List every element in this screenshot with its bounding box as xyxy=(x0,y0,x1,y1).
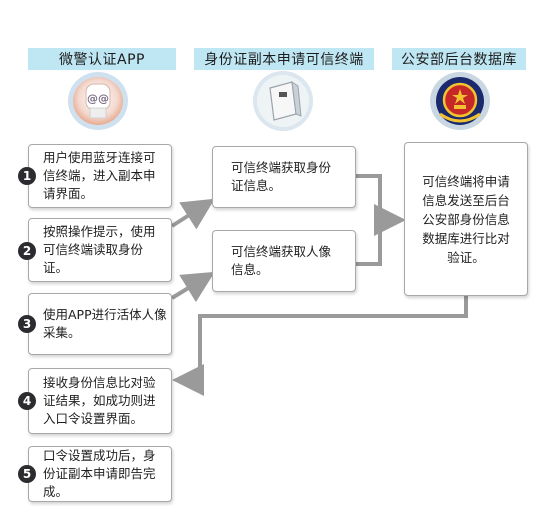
header-app-label: 微警认证APP xyxy=(59,52,145,68)
database-box-text: 可信终端将申请信息发送至后台公安部身份信息数据库进行比对验证。 xyxy=(422,173,510,265)
step-2-number: 2 xyxy=(18,242,36,260)
terminal-device-icon xyxy=(252,70,314,132)
terminal-box-2-text: 可信终端获取人像信息。 xyxy=(231,244,332,277)
arrow-step3-to-terminal2 xyxy=(170,271,215,303)
terminal-box-1: 可信终端获取身份证信息。 xyxy=(212,146,356,208)
step-3-text: 使用APP进行活体人像采集。 xyxy=(43,307,167,340)
step-2-text: 按照操作提示，使用可信终端读取身份证。 xyxy=(43,224,156,275)
header-terminal: 身份证副本申请可信终端 xyxy=(194,48,374,70)
step-5-box: 口令设置成功后，身份证副本申请即告完成。 xyxy=(28,446,172,502)
header-terminal-label: 身份证副本申请可信终端 xyxy=(204,52,364,68)
step-4-box: 接收身份信息比对验证结果，如成功则进入口令设置界面。 xyxy=(28,368,172,434)
terminal-box-2: 可信终端获取人像信息。 xyxy=(212,230,356,292)
step-4-text: 接收身份信息比对验证结果，如成功则进入口令设置界面。 xyxy=(43,375,156,426)
step-5-text: 口令设置成功后，身份证副本申请即告完成。 xyxy=(43,448,156,499)
step-1-text: 用户使用蓝牙连接可信终端，进入副本申请界面。 xyxy=(43,150,156,201)
arrow-terminal-to-database xyxy=(356,174,382,266)
header-app: 微警认证APP xyxy=(28,48,176,70)
step-1-box: 用户使用蓝牙连接可信终端，进入副本申请界面。 xyxy=(28,144,172,208)
header-database: 公安部后台数据库 xyxy=(392,48,526,70)
database-box: 可信终端将申请信息发送至后台公安部身份信息数据库进行比对验证。 xyxy=(404,142,528,296)
step-2-box: 按照操作提示，使用可信终端读取身份证。 xyxy=(28,218,172,282)
step-5-number: 5 xyxy=(18,465,36,483)
header-database-label: 公安部后台数据库 xyxy=(401,52,517,68)
step-4-number: 4 xyxy=(18,392,36,410)
step-3-box: 使用APP进行活体人像采集。 xyxy=(28,293,172,355)
terminal-box-1-text: 可信终端获取身份证信息。 xyxy=(231,160,332,193)
step-3-number: 3 xyxy=(18,315,36,333)
svg-text:@@: @@ xyxy=(87,92,109,105)
police-emblem-icon xyxy=(428,70,492,132)
arrow-step2-to-terminal1 xyxy=(170,198,215,230)
arrow-database-to-step4 xyxy=(172,296,468,396)
step-1-number: 1 xyxy=(18,167,36,185)
app-at-icon: @@ xyxy=(66,70,130,132)
